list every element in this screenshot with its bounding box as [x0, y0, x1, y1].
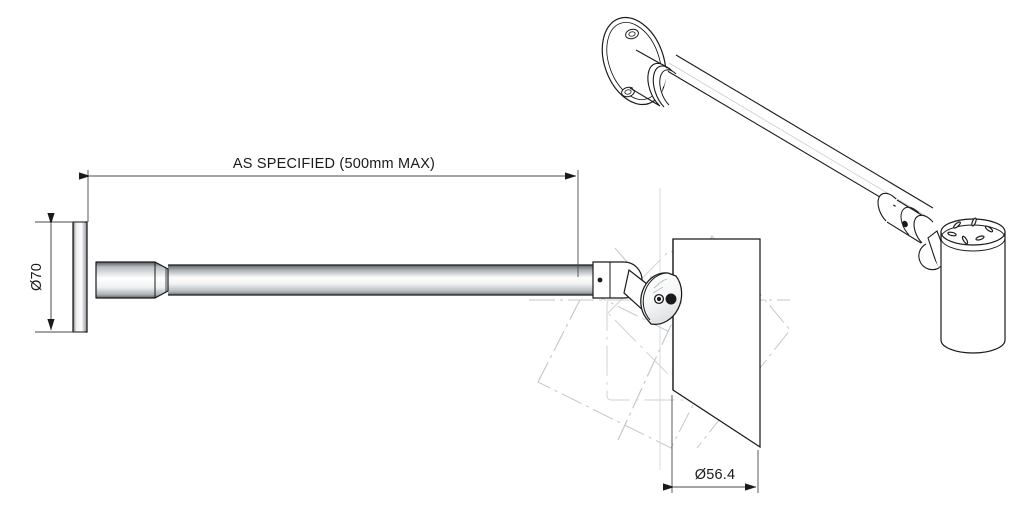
isometric-view — [601, 16, 1006, 354]
side-elevation-view — [72, 221, 761, 449]
mount-screw-hole-upper — [625, 28, 639, 40]
wall-mount-plate — [72, 221, 88, 333]
plate-boss-iso — [629, 49, 677, 108]
lamp-body — [672, 238, 761, 449]
dimension-label-arm-length: AS SPECIFIED (500mm MAX) — [233, 156, 435, 172]
mount-screw-hole-lower — [621, 86, 635, 98]
pivot-bolt-upper — [653, 293, 665, 305]
dimension-label-plate-diameter: Ø70 — [29, 263, 45, 291]
dimension-body-diameter: Ø56.4 — [663, 395, 759, 493]
vent-slots — [947, 217, 994, 245]
extension-arm-tube — [168, 264, 593, 296]
dimension-label-body-diameter: Ø56.4 — [695, 467, 736, 483]
knuckle-joint — [640, 272, 683, 325]
knuckle-joint-iso — [877, 192, 950, 271]
dimension-arm-length: AS SPECIFIED (500mm MAX) — [79, 156, 579, 277]
dimension-plate-diameter: Ø70 — [29, 213, 85, 333]
plate-boss — [95, 261, 169, 299]
pivot-bolt-lower — [665, 293, 677, 305]
lamp-body-iso — [940, 217, 1006, 354]
